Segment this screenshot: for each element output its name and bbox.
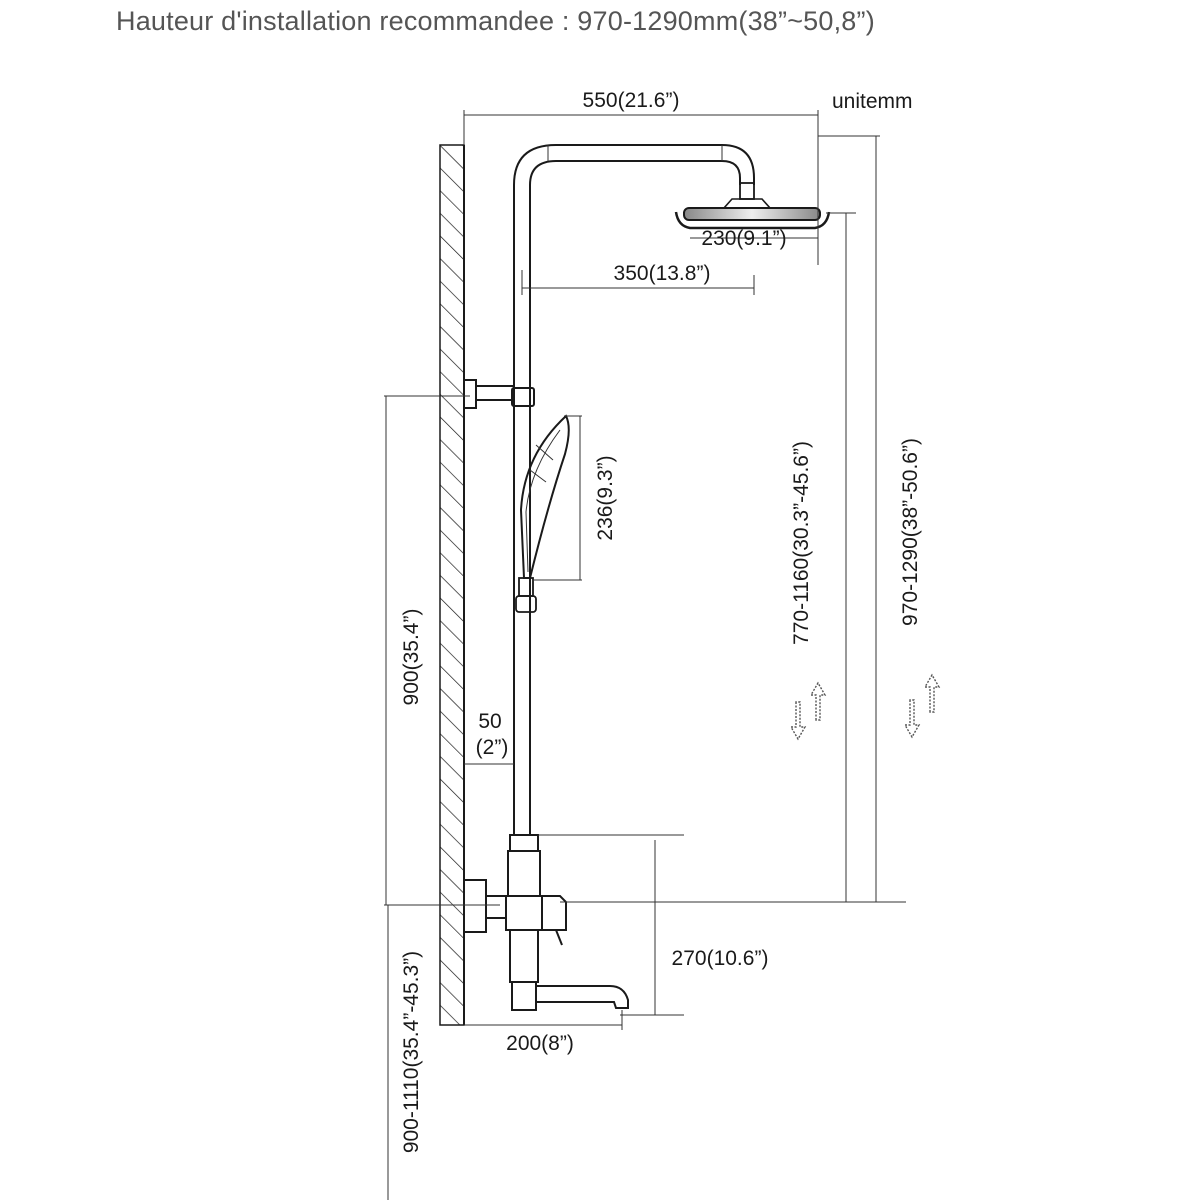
floor-range-label: 900-1110(35.4”-45.3”) [400, 951, 423, 1153]
page-title: Hauteur d'installation recommandee : 970… [116, 6, 875, 36]
wall [439, 144, 465, 1026]
mixer-to-head-range-label: 770-1160(30.3”-45.6”) [790, 441, 813, 645]
head-diameter-label: 230(9.1”) [701, 227, 786, 250]
wall-bracket [463, 379, 535, 409]
spout-reach-label: 200(8”) [506, 1032, 574, 1055]
adjust-height-arrows-icon [789, 681, 827, 741]
unit-label: unitemm [832, 90, 913, 113]
handset-length-label: 236(9.3”) [594, 455, 617, 540]
hand-shower [515, 414, 570, 613]
overall-range-label: 970-1290(38”-50.6”) [899, 438, 922, 626]
dimension-lines [384, 110, 906, 1200]
riser-pipe [513, 144, 755, 835]
mixer-valve [463, 834, 629, 1011]
rain-shower-head [674, 182, 831, 230]
width-label: 550(21.6”) [583, 89, 680, 112]
mixer-height-label: 270(10.6”) [672, 947, 769, 970]
arm-reach-label: 350(13.8”) [614, 262, 711, 285]
mount-height-label: 900(35.4”) [400, 609, 423, 706]
wall-gap-value: 50 [478, 710, 501, 733]
wall-gap-inch: (2”) [476, 736, 509, 759]
adjust-height-arrows-icon [903, 673, 941, 739]
